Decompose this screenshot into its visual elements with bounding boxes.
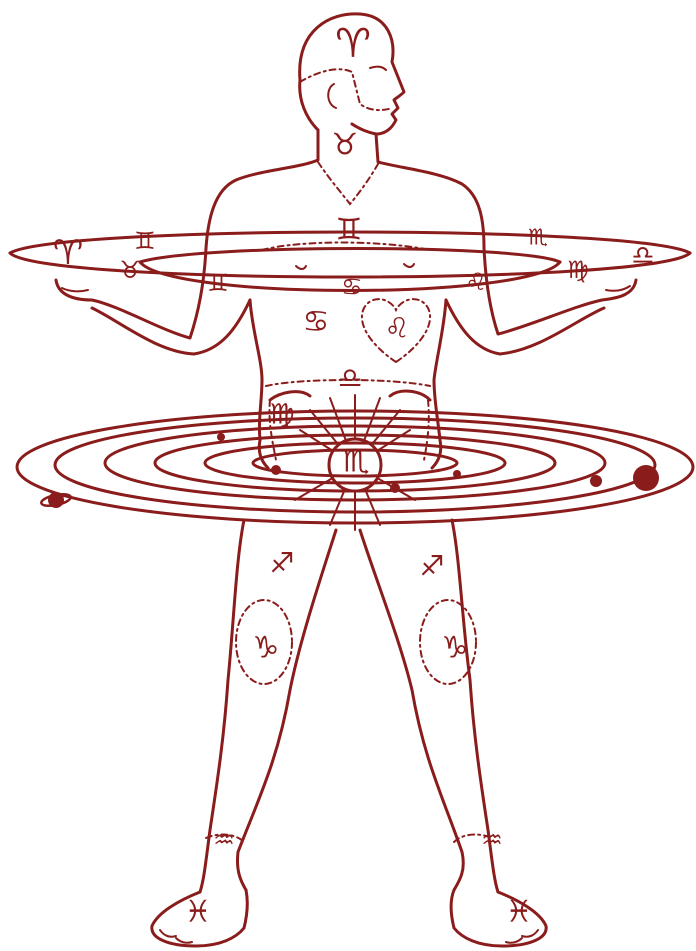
pisces-glyph-left-foot: ♓	[506, 895, 533, 930]
taurus-glyph-ring: ♉	[119, 256, 141, 284]
ringed-planet	[40, 492, 71, 508]
virgo-glyph-ring: ♍	[567, 256, 589, 284]
gemini-glyph-chest: ♊	[336, 213, 363, 248]
capricorn-glyph-left-knee: ♑	[442, 631, 469, 666]
aries-glyph-head: ♈	[335, 21, 371, 67]
planet-small-right	[590, 475, 602, 487]
pisces-glyph-right-foot: ♓	[185, 895, 212, 930]
sagittarius-glyph-left-thigh: ♐	[419, 550, 444, 583]
leo-glyph-ring: ♌	[465, 268, 487, 296]
zodiac-glyphs: ♈ ♉ ♊ ♋ ♋ ♌ ♌ ♎ ♍ ♍ ♏ ♎ ♏ ♈ ♉ ♊ ♊ ♐ ♐ ♑ …	[53, 21, 655, 930]
capricorn-glyph-right-knee: ♑	[253, 631, 280, 666]
cancer-glyph-ring: ♋	[341, 273, 363, 301]
sagittarius-glyph-right-thigh: ♐	[269, 547, 294, 580]
taurus-glyph-neck: ♉	[332, 128, 359, 163]
planet-small-left	[217, 433, 225, 441]
leo-glyph-heart: ♌	[384, 312, 409, 345]
scorpio-glyph-ring: ♏	[528, 226, 548, 251]
planet-inner-right	[453, 470, 461, 478]
aries-glyph-ring: ♈	[53, 233, 83, 273]
planet-large	[633, 465, 659, 491]
right-arm	[56, 248, 250, 354]
planet-inner-left	[271, 465, 281, 475]
scorpio-glyph-sun: ♏	[343, 445, 370, 480]
virgo-glyph-belly: ♍	[269, 398, 294, 431]
aquarius-glyph-right-ankle: ♒	[213, 826, 235, 854]
gemini-glyph-ring-left: ♊	[134, 227, 156, 255]
libra-glyph-waist: ♎	[337, 362, 362, 395]
gemini-glyph-ring: ♊	[207, 269, 229, 297]
libra-glyph-ring: ♎	[631, 241, 654, 271]
aquarius-glyph-left-ankle: ♒	[481, 826, 503, 854]
left-arm	[446, 248, 636, 354]
cancer-glyph-chest: ♋	[303, 305, 330, 340]
planet-near-sun	[390, 483, 400, 493]
legs	[200, 520, 498, 892]
